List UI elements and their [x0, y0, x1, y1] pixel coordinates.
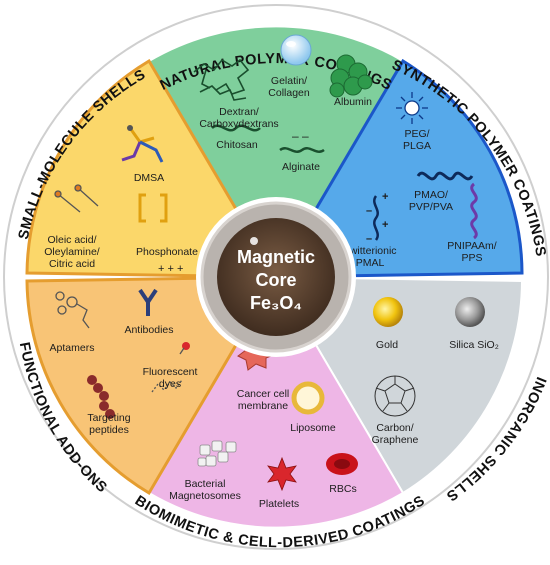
wedge-inorganic-shells [274, 275, 524, 495]
pnipaam-label: PNIPAAm/ [447, 240, 496, 252]
wedge-functional-addons [25, 275, 279, 496]
chitosan-label: Chitosan [216, 139, 258, 151]
peg-label-2: PLGA [403, 140, 431, 152]
svg-text:–: – [366, 233, 372, 245]
phosphonate-icon [138, 193, 168, 223]
svg-text:+: + [382, 191, 388, 203]
pnipaam-label-2: PPS [461, 252, 482, 264]
pnipaam-chain-icon [470, 182, 478, 240]
silica-nanoparticle-icon [455, 297, 485, 327]
dextran-label-2: Carboxydextrans [199, 118, 278, 130]
oleic-label: Oleic acid/ [47, 234, 96, 246]
magnetic-core [217, 218, 335, 336]
gelatin-bubble-icon [280, 34, 312, 66]
antibodies-label: Antibodies [124, 324, 173, 336]
pmao-label: PMAO/ [414, 189, 448, 201]
svg-text:–: – [366, 205, 372, 217]
wedge-small-molecule [25, 58, 279, 279]
albumin-icon [329, 54, 373, 98]
alginate-label: Alginate [282, 161, 320, 173]
dmsa-label: DMSA [134, 172, 164, 184]
oleic-label-3: Citric acid [49, 258, 95, 270]
core-highlight [250, 237, 258, 245]
oleic-label-2: Oleylamine/ [44, 246, 100, 258]
gold-nanoparticle-icon [373, 297, 403, 327]
cancer-cell-label-2: membrane [238, 400, 288, 412]
pmao-chain-icon [416, 171, 474, 181]
zwitterionic-chain-icon: + – + – [366, 191, 388, 245]
core-label-2: Core [255, 270, 296, 290]
fluorescent-label-2: dyes [159, 378, 181, 390]
aptamer-icon [55, 291, 90, 329]
cancer-cell-label: Cancer cell [237, 388, 290, 400]
fullerene-icon [374, 375, 416, 417]
pmao-label-2: PVP/PVA [409, 201, 453, 213]
zwitterionic-label-2: PMAL [356, 257, 385, 269]
magnetosome-label: Bacterial [185, 478, 226, 490]
core-label-1: Magnetic [237, 247, 315, 267]
liposome-icon [291, 381, 325, 415]
dextran-icon [193, 58, 250, 101]
rbc-icon [326, 453, 358, 475]
targeting-peptide-icon [87, 375, 115, 419]
carbon-label-2: Graphene [372, 434, 419, 446]
gold-label: Gold [376, 339, 398, 351]
albumin-label: Albumin [334, 96, 372, 108]
alginate-icon: – – [279, 129, 325, 153]
zwitterionic-label: Zwitterionic [343, 245, 396, 257]
svg-text:+: + [382, 219, 388, 231]
dextran-label: Dextran/ [219, 106, 259, 118]
antibody-icon [138, 288, 158, 316]
magnetosome-label-2: Magnetosomes [169, 490, 241, 502]
gelatin-label-2: Collagen [268, 87, 310, 99]
silica-label: Silica SiO₂ [449, 339, 499, 351]
magnetosome-icon [197, 440, 237, 467]
platelets-label: Platelets [259, 498, 299, 510]
dmsa-icon [121, 125, 164, 163]
peg-label: PEG/ [404, 128, 429, 140]
fluorescent-label: Fluorescent [143, 366, 198, 378]
peg-micelle-icon [396, 92, 428, 124]
carbon-label: Carbon/ [376, 422, 413, 434]
oleic-acid-icon [54, 184, 99, 213]
rbc-label: RBCs [329, 483, 356, 495]
fluorescent-dye-icon [151, 342, 190, 393]
aptamers-label: Aptamers [50, 342, 95, 354]
chitosan-icon [211, 124, 261, 132]
phosphonate-charge-icon: + + + [158, 263, 183, 275]
svg-text:– –: – – [292, 129, 309, 143]
wedge-synthetic-polymer [273, 58, 524, 279]
platelet-icon [267, 456, 297, 492]
targeting-label-2: peptides [89, 424, 129, 436]
gelatin-label: Gelatin/ [271, 75, 307, 87]
phosphonate-label: Phosphonate [136, 246, 198, 258]
targeting-label: Targeting [87, 412, 130, 424]
core-label-3: Fe₃O₄ [250, 293, 302, 313]
liposome-label: Liposome [290, 422, 336, 434]
